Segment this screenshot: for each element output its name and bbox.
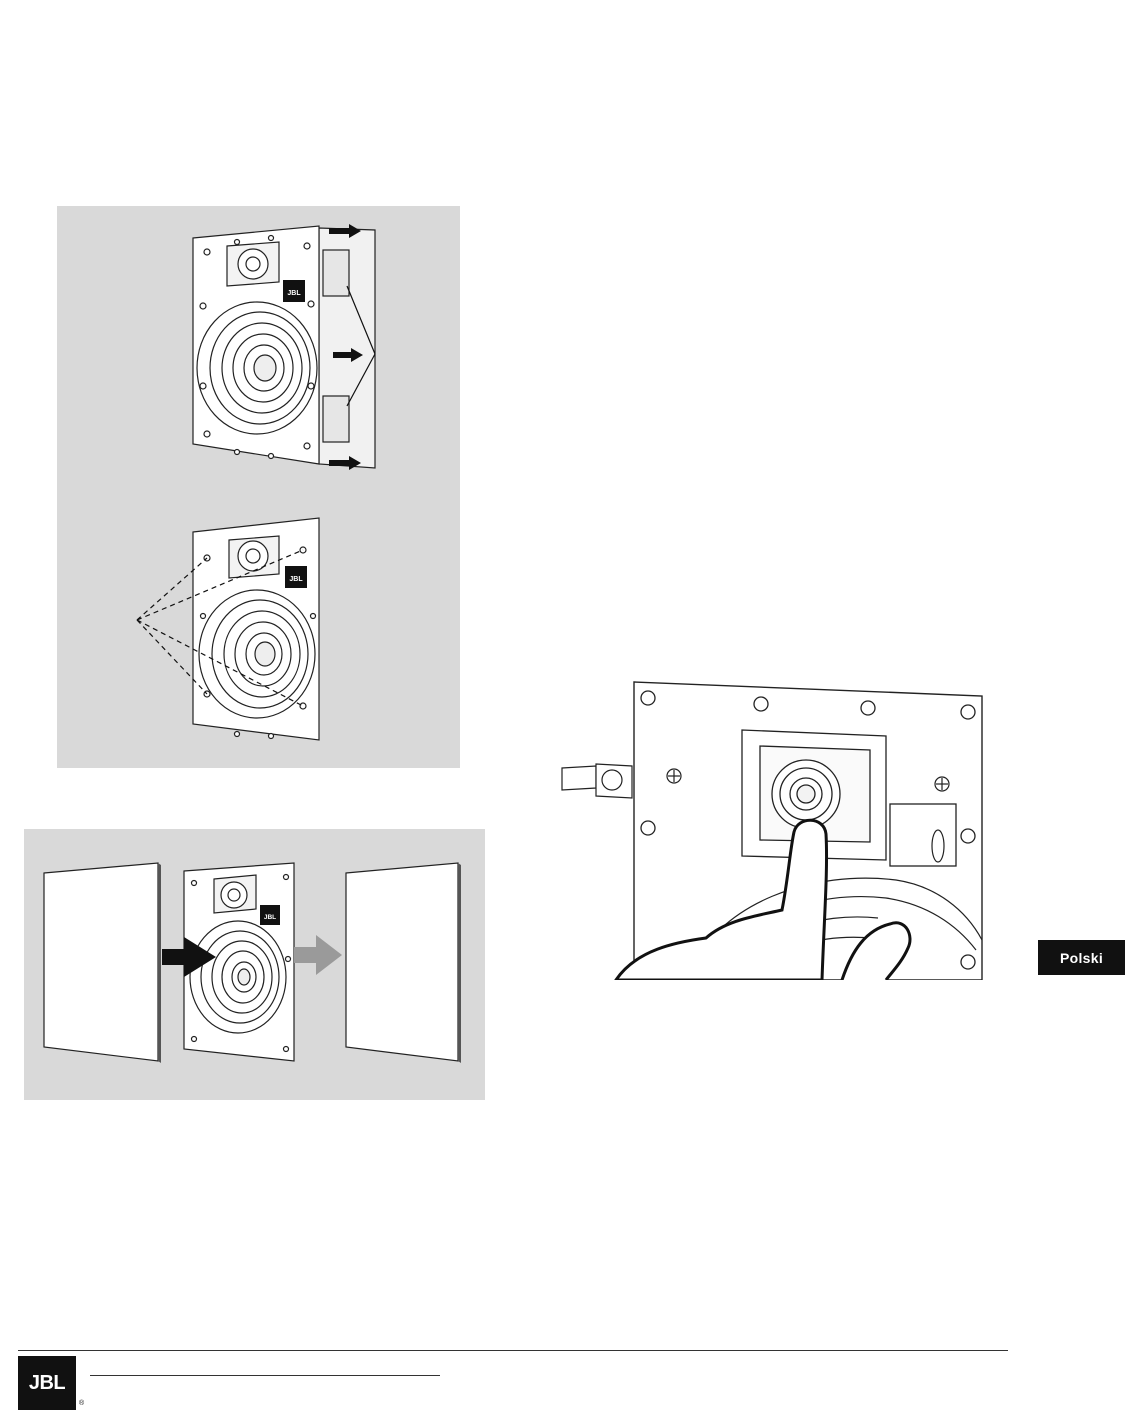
badge-upper-label: JBL	[287, 290, 301, 297]
tweeter-closeup-illustration	[556, 680, 996, 980]
grille-left	[44, 863, 161, 1063]
jbl-logo: JBL	[18, 1356, 76, 1410]
registered-mark: ®	[79, 1400, 84, 1407]
grille-illustration: JBL	[24, 829, 485, 1100]
badge-plate	[890, 804, 956, 866]
footer-divider-short	[90, 1375, 440, 1376]
jbl-logo-text: JBL	[18, 1356, 76, 1410]
speaker-with-clamps	[193, 226, 375, 468]
figure-grille-panel: JBL	[24, 829, 485, 1100]
language-tab-polski[interactable]: Polski	[1038, 940, 1125, 975]
badge-center-label: JBL	[264, 914, 276, 921]
arrow-result	[294, 935, 342, 975]
badge-clip	[932, 830, 944, 862]
speaker-screws	[193, 518, 319, 740]
badge-lower-label: JBL	[289, 576, 303, 583]
footer-divider	[18, 1350, 1008, 1351]
mounting-illustration: JBL JBL	[57, 206, 460, 768]
side-clamp	[562, 764, 632, 798]
figure-mounting-panel: JBL JBL	[57, 206, 460, 768]
grille-right	[346, 863, 461, 1063]
figure-tweeter-closeup	[556, 680, 996, 980]
